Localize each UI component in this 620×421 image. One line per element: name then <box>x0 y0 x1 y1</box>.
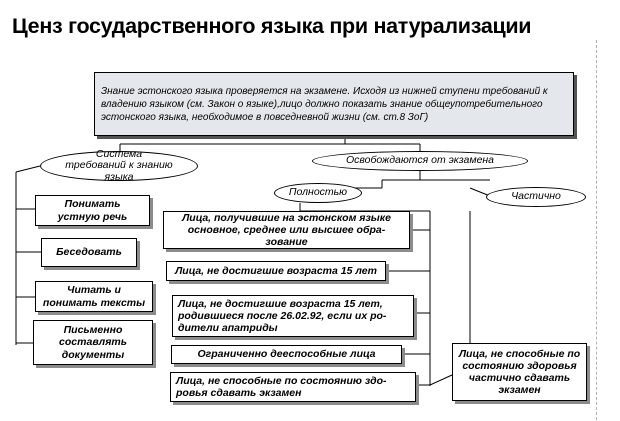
full-exemption-item-text: Лица, не достигшие возраста 15 лет <box>175 264 377 277</box>
full-exemption-label: Полностью <box>288 186 348 199</box>
requirement-item: Письменно составлять документы <box>33 320 153 365</box>
exemptions-header: Освобождаются от экзамена <box>345 154 495 167</box>
full-exemption-item-text: Лица, не способные по состоянию здо-ровь… <box>176 374 387 399</box>
partial-exemption-item-text: Лица, не способные по состоянию здоровья… <box>458 347 581 397</box>
requirement-item-text: Читать и понимать тексты <box>42 284 146 309</box>
requirement-item-text: Беседовать <box>56 246 122 259</box>
full-exemption-item-text: Ограниченно дееспособные лица <box>197 348 376 361</box>
slide-edge-guide <box>596 40 610 420</box>
language-exam-description: Знание эстонского языка проверяется на э… <box>94 72 574 136</box>
partial-exemption-oval: Частично <box>486 187 586 207</box>
exemptions-header-oval: Освобождаются от экзамена <box>312 151 528 171</box>
requirement-item-text: Понимать устную речь <box>57 198 128 223</box>
partial-exemption-item: Лица, не способные по состоянию здоровья… <box>452 343 587 401</box>
requirements-header: Система требований к знанию языка <box>65 147 173 183</box>
requirement-item: Читать и понимать тексты <box>35 281 153 312</box>
requirement-item: Беседовать <box>41 238 137 267</box>
requirement-item-text: Письменно составлять документы <box>59 324 127 361</box>
full-exemption-item-text: Лица, получившие на эстонском языке осно… <box>182 211 391 249</box>
full-exemption-oval: Полностью <box>274 183 362 203</box>
language-exam-description-text: Знание эстонского языка проверяется на э… <box>101 85 548 123</box>
full-exemption-item-text: Лица, не достигшие возраста 15 лет, роди… <box>178 297 387 335</box>
requirements-header-oval: Система требований к знанию языка <box>40 147 198 183</box>
full-exemption-item: Лица, не достигшие возраста 15 лет <box>166 261 386 281</box>
full-exemption-item: Лица, не достигшие возраста 15 лет, роди… <box>172 295 414 337</box>
full-exemption-item: Лица, получившие на эстонском языке осно… <box>163 211 410 249</box>
page-title: Ценз государственного языка при натурали… <box>12 14 532 38</box>
partial-exemption-label: Частично <box>511 190 561 203</box>
full-exemption-item: Лица, не способные по состоянию здо-ровь… <box>170 372 416 402</box>
requirement-item: Понимать устную речь <box>35 195 150 226</box>
full-exemption-item: Ограниченно дееспособные лица <box>171 345 402 364</box>
